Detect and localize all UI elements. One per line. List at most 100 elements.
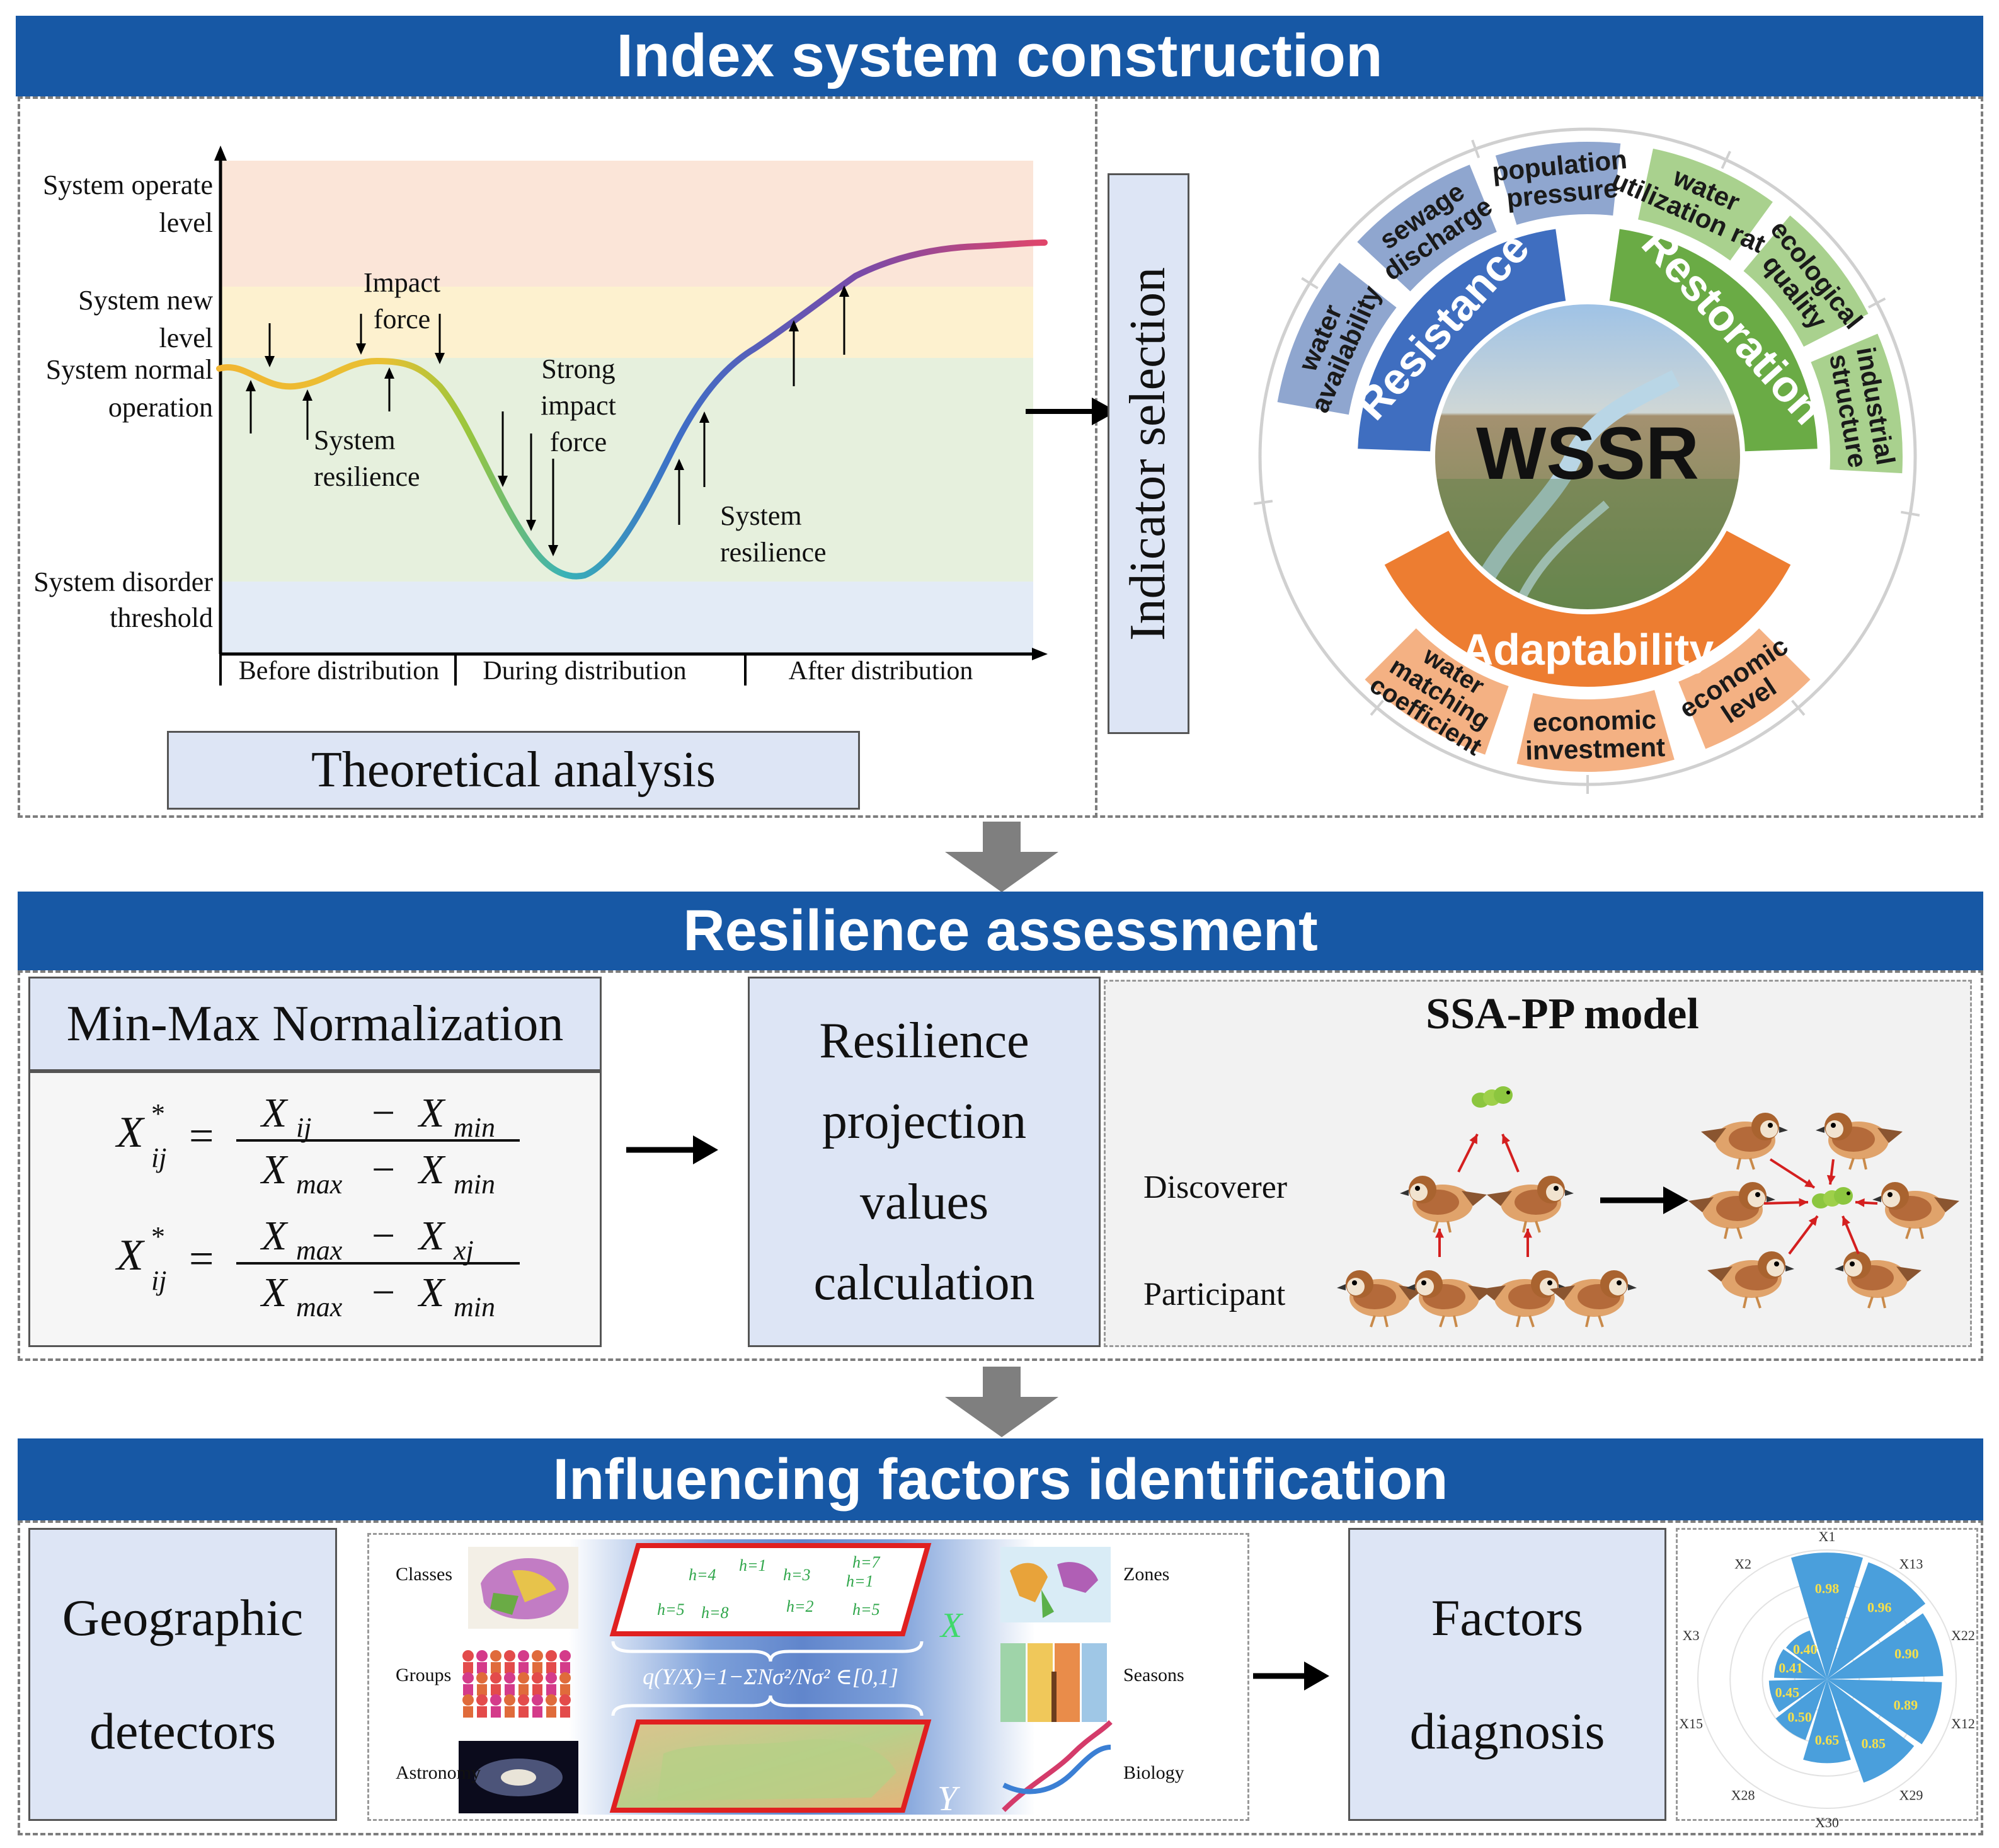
ring-tick <box>1370 699 1384 716</box>
group-person-head <box>518 1650 529 1661</box>
sparrow <box>1405 1269 1494 1328</box>
strong-impact-force-label: impact <box>541 390 616 421</box>
red-arrowhead <box>1799 1198 1808 1207</box>
ssa-title: SSA-PP model <box>1426 990 1699 1038</box>
group-person-body <box>477 1706 487 1718</box>
stratum-label: h=3 <box>783 1566 811 1584</box>
rose-petal <box>1790 1552 1864 1679</box>
rose-axis-label: X3 <box>1683 1627 1700 1643</box>
group-person-head <box>504 1672 515 1684</box>
chart-axes <box>214 146 1048 686</box>
group-person-body <box>505 1662 515 1673</box>
theoretical-analysis-box: Theoretical analysis <box>167 731 860 810</box>
dimension-label: Adaptability <box>1462 625 1714 674</box>
sparrow <box>1687 1181 1777 1240</box>
sparrow <box>1871 1181 1961 1240</box>
sparrow <box>1833 1250 1923 1309</box>
stratum-label: h=8 <box>701 1604 729 1622</box>
var: X <box>417 1270 446 1316</box>
equals-sign: = <box>189 1235 214 1283</box>
var: X <box>260 1213 289 1259</box>
geo-left-label: Classes <box>396 1564 452 1585</box>
rose-axis-label: X1 <box>1819 1529 1836 1544</box>
rose-value-label: 0.90 <box>1894 1646 1919 1661</box>
rose-petal <box>1827 1679 1942 1745</box>
group-person-body <box>463 1662 473 1673</box>
subscript: min <box>454 1169 495 1200</box>
rose-axis-label: X29 <box>1899 1788 1923 1803</box>
subscript: min <box>454 1112 495 1143</box>
factors-line-2: diagnosis <box>1409 1702 1605 1760</box>
operator: − <box>372 1147 395 1193</box>
ssa-red-arrows <box>1435 1133 1878 1257</box>
group-person-body <box>463 1684 473 1696</box>
indicator-tile <box>1365 628 1509 755</box>
section-frame-index <box>18 96 1983 818</box>
group-person-body <box>560 1706 570 1718</box>
y-level-label: System operate <box>43 169 213 200</box>
group-person-head <box>490 1650 501 1661</box>
arrowhead <box>526 520 536 531</box>
sparrow <box>1549 1269 1638 1328</box>
operator: − <box>372 1270 395 1316</box>
geo-line-2: detectors <box>89 1702 276 1760</box>
indicator-tile <box>1357 164 1497 292</box>
projection-line-3: values <box>859 1174 989 1230</box>
formula-sup: * <box>151 1098 165 1129</box>
ring-tick <box>1301 277 1319 290</box>
subscript: xj <box>453 1235 474 1266</box>
formula-lhs: X <box>115 1108 146 1157</box>
section-banner-assessment: Resilience assessment <box>18 892 1983 970</box>
geo-right-label: Biology <box>1123 1762 1184 1783</box>
var: X <box>260 1270 289 1316</box>
rose-value-label: 0.89 <box>1894 1697 1918 1713</box>
ring-ticks <box>1253 139 1920 794</box>
geo-right-label: Seasons <box>1123 1665 1184 1685</box>
arrowhead <box>356 343 366 355</box>
indicator-label: economic <box>1532 704 1656 737</box>
divider-line <box>1095 96 1097 818</box>
sparrow <box>1479 1269 1569 1328</box>
resilience-curve <box>216 239 1048 580</box>
var: X <box>417 1213 446 1259</box>
sparrows <box>1336 1111 1961 1328</box>
rose-value-label: 0.98 <box>1815 1580 1840 1596</box>
y-level-label: System disorder <box>33 566 213 597</box>
indicator-tile <box>1516 690 1675 772</box>
sparrow <box>1336 1269 1425 1328</box>
rose-value-label: 0.65 <box>1815 1732 1840 1748</box>
group-person-head <box>476 1650 488 1661</box>
rose-petal <box>1827 1613 1944 1679</box>
indicator-tile <box>1678 628 1811 749</box>
y-level-label: threshold <box>110 602 213 633</box>
group-person-head <box>518 1672 529 1684</box>
x-layer-label: X <box>939 1606 964 1645</box>
group-person-head <box>476 1672 488 1684</box>
indicator-tile <box>1811 333 1903 474</box>
band-1 <box>221 287 1033 358</box>
rose-value-label: 0.85 <box>1861 1735 1886 1751</box>
seasons-thumbnail <box>1000 1643 1107 1722</box>
indicator-tile <box>1743 215 1869 347</box>
group-person-body <box>518 1662 529 1673</box>
sparrow <box>1814 1111 1904 1171</box>
group-person-head <box>546 1650 557 1661</box>
red-arrowhead <box>1855 1198 1865 1207</box>
minmax-title-box: Min-Max Normalization <box>28 977 602 1071</box>
rose-grid-ring <box>1697 1549 1957 1809</box>
down-arrow-1 <box>945 822 1058 892</box>
group-person-head <box>462 1650 474 1661</box>
subscript: min <box>454 1292 495 1323</box>
group-person-head <box>559 1672 571 1684</box>
right-arrow-2 <box>626 1135 718 1164</box>
red-arrowhead <box>1808 1216 1818 1226</box>
biology-thumbnail <box>1002 1720 1113 1812</box>
rose-petal <box>1827 1679 1915 1783</box>
rose-petal <box>1785 1630 1827 1679</box>
group-person-body <box>560 1684 570 1696</box>
group-person-head <box>504 1694 515 1706</box>
participant-label: Participant <box>1143 1277 1286 1312</box>
